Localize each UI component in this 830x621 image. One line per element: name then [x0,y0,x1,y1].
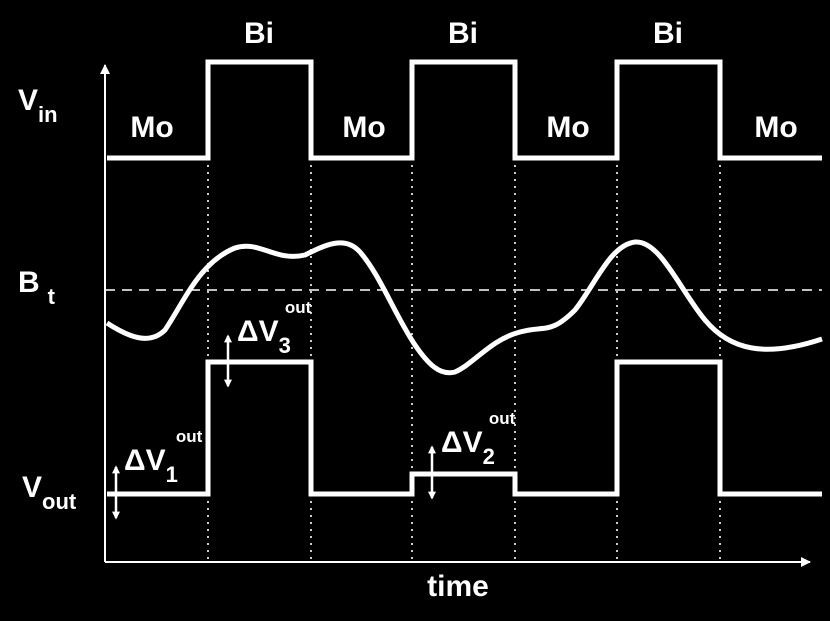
segment-label-mo: Mo [754,111,797,144]
vin-label: Vin [18,84,58,127]
vin-waveform [107,59,822,161]
segment-label-bi: Bi [448,17,478,50]
segment-label-mo: Mo [342,111,385,144]
vout-label: Vout [22,471,77,514]
segment-label-bi: Bi [653,17,683,50]
time-label: time [427,570,489,603]
delta-v1-label: ΔV1out [124,427,203,487]
segment-label-bi: Bi [244,17,274,50]
segment-label-mo: Mo [130,111,173,144]
delta-v3-label: ΔV3out [237,298,312,358]
bt-curve [105,239,823,376]
transition-guides [207,158,721,560]
segment-label-mo: Mo [546,111,589,144]
delta-v2-label: ΔV2out [441,409,516,469]
